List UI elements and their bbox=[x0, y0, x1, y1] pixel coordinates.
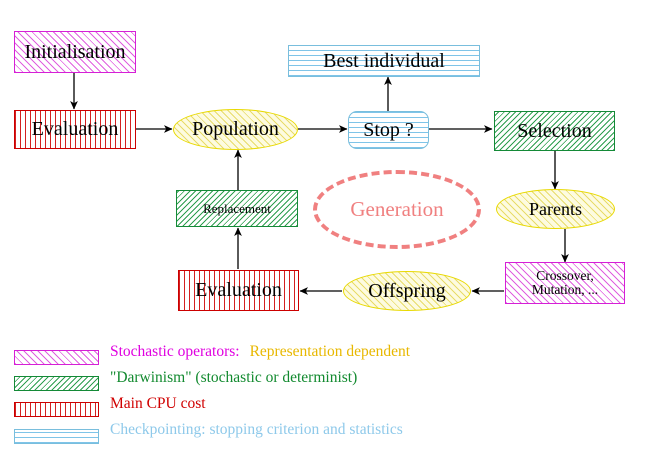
node-stop-label: Stop ? bbox=[363, 118, 414, 141]
legend-swatch-main-cpu-cost bbox=[14, 402, 99, 417]
node-selection[interactable]: Selection bbox=[494, 111, 615, 151]
legend-label-secondary: Representation dependent bbox=[249, 343, 411, 360]
node-population-label: Population bbox=[192, 118, 279, 140]
node-best-individual[interactable]: Best individual bbox=[288, 45, 480, 77]
node-evaluation-top-label: Evaluation bbox=[31, 118, 119, 140]
node-offspring[interactable]: Offspring bbox=[343, 271, 471, 311]
legend-swatch-darwinism bbox=[14, 376, 99, 391]
node-offspring-label: Offspring bbox=[368, 279, 446, 302]
node-evaluation-bottom[interactable]: Evaluation bbox=[178, 270, 299, 311]
node-generation-label: Generation bbox=[350, 197, 444, 221]
node-stop[interactable]: Stop ? bbox=[348, 111, 429, 149]
legend: Stochastic operators: Representation depe… bbox=[0, 343, 670, 449]
legend-label-checkpointing: Checkpointing: stopping criterion and st… bbox=[110, 421, 403, 438]
legend-label-stochastic-operators: Stochastic operators: Representation depe… bbox=[110, 343, 410, 361]
legend-label-darwinism: "Darwinism" (stochastic or determinist) bbox=[110, 369, 358, 386]
node-replacement-label: Replacement bbox=[203, 200, 271, 216]
node-evaluation-top[interactable]: Evaluation bbox=[14, 110, 136, 149]
node-best-individual-label: Best individual bbox=[323, 49, 445, 72]
legend-label-main-cpu-cost: Main CPU cost bbox=[110, 395, 206, 412]
node-population[interactable]: Population bbox=[173, 109, 298, 150]
legend-label-primary: Stochastic operators: bbox=[110, 343, 240, 360]
node-variation[interactable]: Crossover, Mutation, ... bbox=[505, 262, 625, 304]
node-parents[interactable]: Parents bbox=[496, 189, 615, 229]
node-selection-label: Selection bbox=[517, 119, 592, 142]
legend-row: "Darwinism" (stochastic or determinist) bbox=[0, 369, 670, 397]
node-variation-label: Crossover, Mutation, ... bbox=[531, 267, 599, 297]
legend-row: Main CPU cost bbox=[0, 395, 670, 423]
node-initialisation[interactable]: Initialisation bbox=[14, 31, 136, 73]
legend-swatch-stochastic-operators bbox=[14, 350, 99, 365]
node-generation-annotation: Generation bbox=[313, 170, 481, 249]
node-evaluation-bottom-label: Evaluation bbox=[195, 279, 282, 301]
legend-row: Stochastic operators: Representation depe… bbox=[0, 343, 670, 371]
node-parents-label: Parents bbox=[529, 198, 582, 219]
legend-swatch-checkpointing bbox=[14, 429, 99, 444]
node-replacement[interactable]: Replacement bbox=[176, 190, 298, 227]
legend-row: Checkpointing: stopping criterion and st… bbox=[0, 421, 670, 449]
node-initialisation-label: Initialisation bbox=[24, 40, 126, 63]
